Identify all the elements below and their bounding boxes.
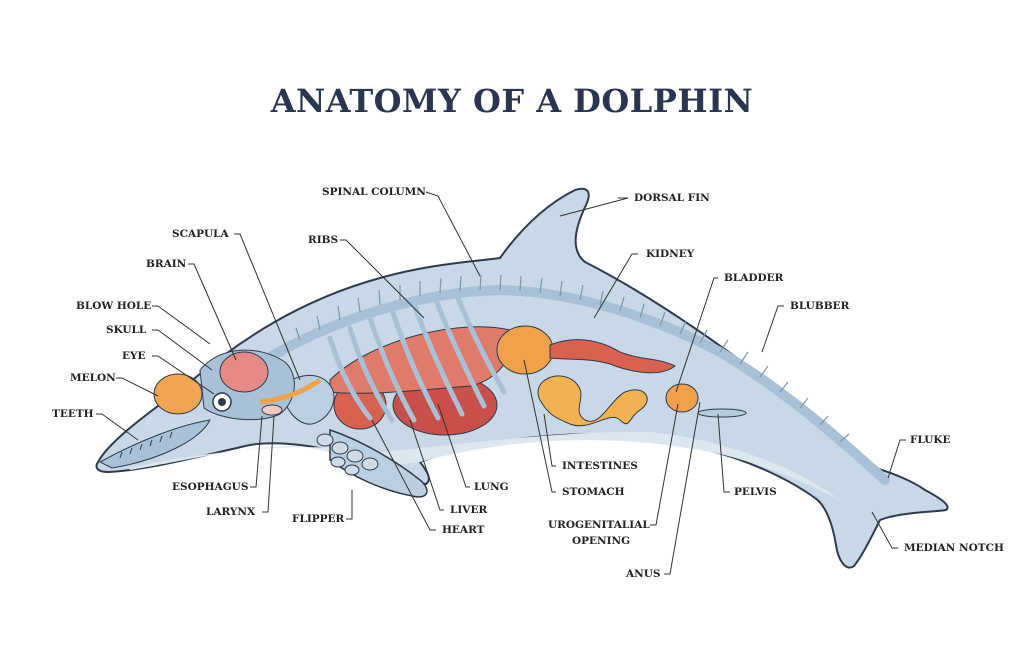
label-scapula: SCAPULA <box>172 228 229 240</box>
label-ribs: RIBS <box>308 234 339 246</box>
label-urogenital-line1: UROGENITALIAL <box>548 519 650 531</box>
label-blubber: BLUBBER <box>790 300 850 312</box>
label-fluke: FLUKE <box>910 434 951 446</box>
leader-lines <box>96 191 906 575</box>
label-dorsal-fin: DORSAL FIN <box>634 192 710 204</box>
pelvis-bone <box>697 408 747 418</box>
label-skull: SKULL <box>106 324 147 336</box>
label-intestines: INTESTINES <box>562 460 638 472</box>
esophagus-shape <box>259 377 322 405</box>
larynx-shape <box>261 404 283 416</box>
intestines-organ <box>537 375 648 427</box>
label-heart: HEART <box>442 524 485 536</box>
scapula-bone <box>281 374 335 425</box>
label-lung: LUNG <box>474 481 509 493</box>
label-flipper: FLIPPER <box>292 513 345 525</box>
label-anus: ANUS <box>626 568 661 580</box>
label-pelvis: PELVIS <box>734 486 777 498</box>
brain-shape <box>219 351 269 393</box>
kidney-organ <box>549 339 676 374</box>
label-esophagus: ESOPHAGUS <box>172 481 249 493</box>
melon-shape <box>153 373 203 415</box>
label-urogenital-line2: OPENING <box>572 535 631 547</box>
belly-shade <box>130 431 840 500</box>
label-kidney: KIDNEY <box>646 248 695 260</box>
label-teeth: TEETH <box>52 408 94 420</box>
label-median-notch: MEDIAN NOTCH <box>904 542 1004 554</box>
page-title: ANATOMY OF A DOLPHIN <box>270 82 754 120</box>
bladder-organ <box>665 383 699 413</box>
label-stomach: STOMACH <box>562 486 625 498</box>
teeth-shape <box>119 431 173 459</box>
vertebrae <box>295 274 850 443</box>
label-spinal-column: SPINAL COLUMN <box>322 186 426 198</box>
flipper-shape <box>329 428 428 498</box>
label-larynx: LARYNX <box>206 506 256 518</box>
label-eye: EYE <box>122 350 146 362</box>
label-bladder: BLADDER <box>724 272 784 284</box>
label-brain: BRAIN <box>146 258 187 270</box>
flipper-bones <box>316 433 379 476</box>
jaw-shape <box>98 419 211 469</box>
label-melon: MELON <box>70 372 116 384</box>
label-blow-hole: BLOW HOLE <box>76 300 152 312</box>
label-liver: LIVER <box>450 504 488 516</box>
ribs-shape <box>327 295 507 423</box>
